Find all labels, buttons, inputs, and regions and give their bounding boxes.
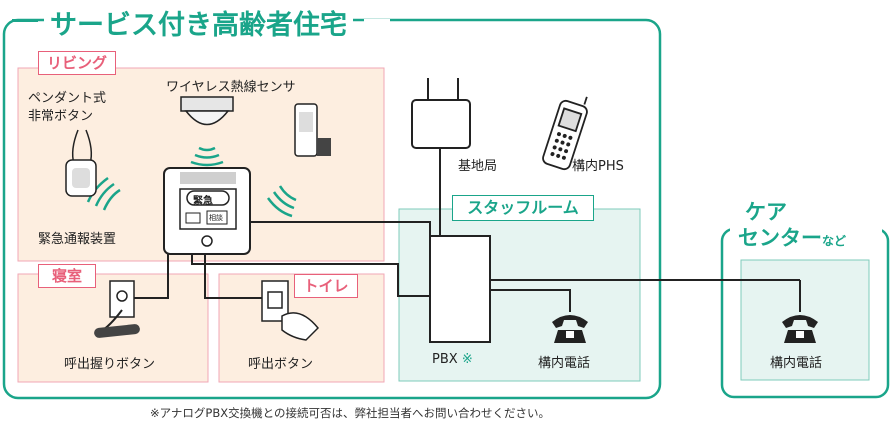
pendant-button-icon xyxy=(65,129,97,197)
bedroom-label: 寝室 xyxy=(38,264,96,288)
emergency-unit-small-button: 相談 xyxy=(209,214,223,222)
wiring xyxy=(125,148,801,312)
signal-waves xyxy=(86,146,297,218)
care-center-suffix: など xyxy=(822,234,847,248)
care-center-title-line1: ケア xyxy=(745,200,787,224)
staff-phone-icon xyxy=(552,315,588,343)
toilet-label: トイレ xyxy=(294,274,358,298)
wall-sensor-icon xyxy=(294,103,331,157)
emergency-unit-button: 緊急 xyxy=(193,196,213,207)
center-phone-label: 構内電話 xyxy=(770,356,823,371)
pbx-label: PBX ※ xyxy=(432,352,473,367)
call-button-label: 呼出ボタン xyxy=(248,357,314,372)
pbx-box xyxy=(429,235,491,343)
emergency-unit-label: 緊急通報装置 xyxy=(38,232,117,247)
base-station-label: 基地局 xyxy=(458,159,498,174)
staff-phone-label: 構内電話 xyxy=(538,356,591,371)
staff-room-label: スタッフルーム xyxy=(452,195,594,221)
center-phone-icon xyxy=(782,315,818,343)
toilet-call-button-icon xyxy=(261,280,320,341)
emergency-unit-icon xyxy=(163,167,251,255)
base-station-icon xyxy=(411,78,471,149)
pbx-name: PBX xyxy=(432,352,458,367)
footnote: ※アナログPBX交換機との接続可否は、弊社担当者へお問い合わせください。 xyxy=(150,406,550,420)
pendant-label-line1: ペンダント式 xyxy=(28,91,107,106)
pendant-label-line2: 非常ボタン xyxy=(28,109,94,124)
page-title: サービス付き高齢者住宅 xyxy=(44,3,353,42)
ceiling-sensor-icon xyxy=(180,96,234,126)
title-dash-right xyxy=(364,19,390,22)
wireless-sensor-label: ワイヤレス熱線センサ xyxy=(166,80,296,95)
phs-label: 構内PHS xyxy=(572,159,624,174)
care-center-title-bg xyxy=(730,224,882,248)
phs-icon xyxy=(542,96,588,171)
title-dash xyxy=(12,19,38,22)
care-center-name: センター xyxy=(738,226,822,250)
grip-button-icon xyxy=(94,280,140,338)
care-center-title-line2: センターなど xyxy=(738,222,846,252)
grip-button-label: 呼出握りボタン xyxy=(64,357,156,372)
pbx-footnote-mark: ※ xyxy=(461,352,473,367)
living-room-label: リビング xyxy=(38,51,116,75)
